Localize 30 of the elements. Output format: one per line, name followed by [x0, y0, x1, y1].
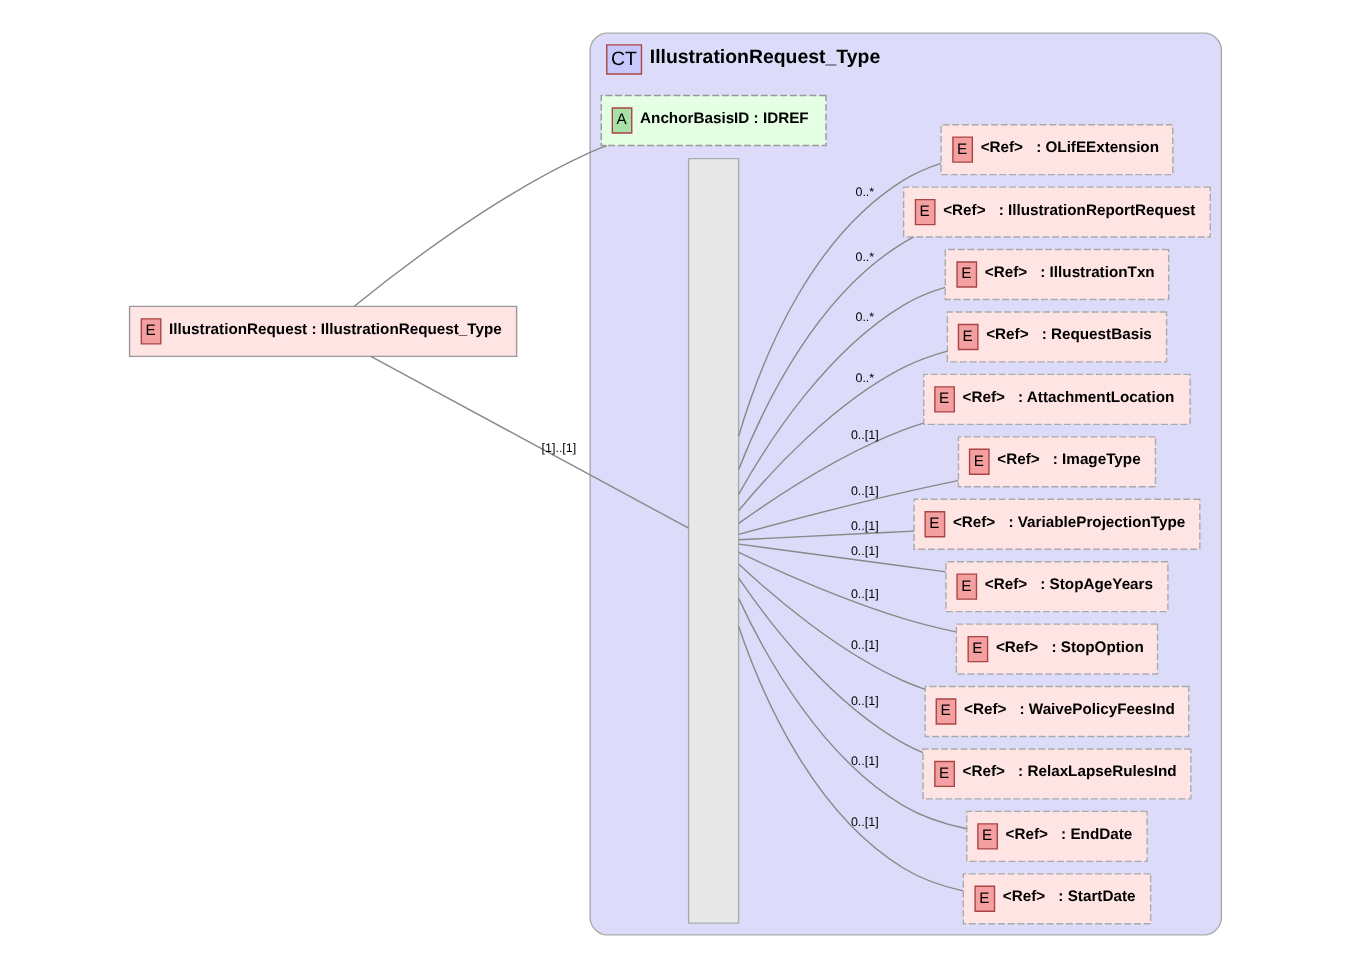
- connector: [736, 162, 941, 437]
- node-box: E <Ref> : WaivePolicyFeesInd: [923, 685, 1189, 738]
- connector: [737, 530, 914, 541]
- node-box: E IllustrationRequest : IllustrationRequest_Type: [127, 305, 517, 358]
- node-box: E <Ref> : RequestBasis: [945, 311, 1167, 363]
- connector: [737, 350, 947, 512]
- connector: [369, 355, 689, 529]
- connector: [736, 597, 967, 830]
- connector: [352, 144, 607, 307]
- connector: [736, 286, 945, 496]
- node-box: E <Ref> : ImageType: [956, 436, 1156, 488]
- connector: [737, 577, 923, 754]
- node-box: E <Ref> : AttachmentLocation: [922, 373, 1190, 426]
- connector: [737, 551, 956, 633]
- node-box: E <Ref> : IllustrationReportRequest: [901, 186, 1210, 238]
- node-bar: [686, 158, 739, 924]
- node-box: E <Ref> : StopAgeYears: [944, 561, 1168, 613]
- node-box: A AnchorBasisID : IDREF: [599, 94, 826, 147]
- node-box: E <Ref> : EndDate: [965, 810, 1147, 863]
- connector: [737, 563, 925, 690]
- node-box: E <Ref> : StopOption: [954, 623, 1158, 675]
- node-box: E <Ref> : OLifEExtension: [939, 124, 1173, 176]
- node-box: E <Ref> : RelaxLapseRulesInd: [921, 748, 1191, 800]
- connector: [737, 236, 914, 470]
- connector: [737, 543, 946, 573]
- node-box: E <Ref> : StartDate: [961, 873, 1151, 925]
- node-box: E <Ref> : VariableProjectionType: [912, 498, 1200, 550]
- connector: [737, 422, 924, 525]
- node-box: E <Ref> : IllustrationTxn: [943, 248, 1169, 301]
- connector: [736, 625, 963, 892]
